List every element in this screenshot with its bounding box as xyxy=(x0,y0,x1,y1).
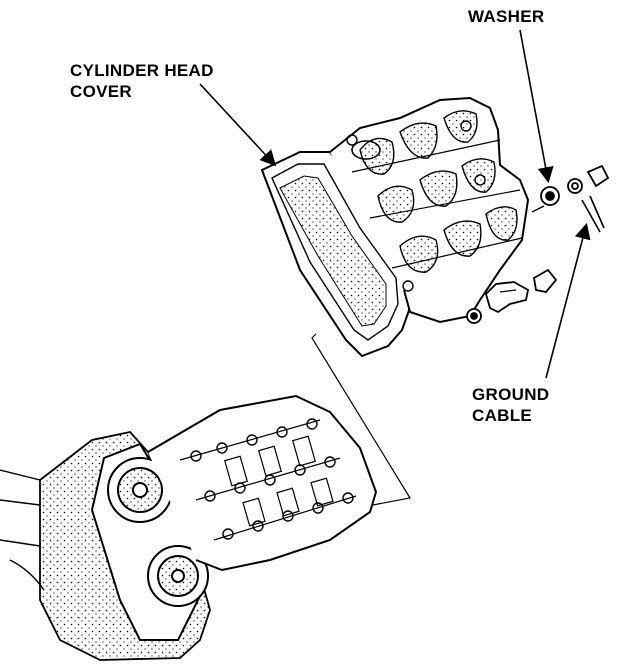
cylinder-head-cover-drawing xyxy=(260,96,530,358)
washer-leader xyxy=(519,29,554,184)
washer-label-line: WASHER xyxy=(468,7,545,26)
ground-cable-label: GROUND CABLE xyxy=(472,384,549,426)
reference-outline xyxy=(311,333,411,511)
cylinder-head-cover-label: CYLINDER HEAD COVER xyxy=(70,60,214,102)
washer-label: WASHER xyxy=(468,6,544,27)
ground-cable-label-line-2: CABLE xyxy=(472,406,533,425)
engine-block-drawing xyxy=(0,394,378,661)
ground-cable-leader xyxy=(545,222,591,379)
head-cover-leader xyxy=(199,83,277,167)
cylinder-head-cover-label-line-2: COVER xyxy=(70,82,132,101)
fastener-parts xyxy=(466,164,610,324)
leader-arrows xyxy=(199,29,591,379)
ground-cable-label-line-1: GROUND xyxy=(472,385,550,404)
cylinder-head-cover-label-line-1: CYLINDER HEAD xyxy=(70,61,214,80)
